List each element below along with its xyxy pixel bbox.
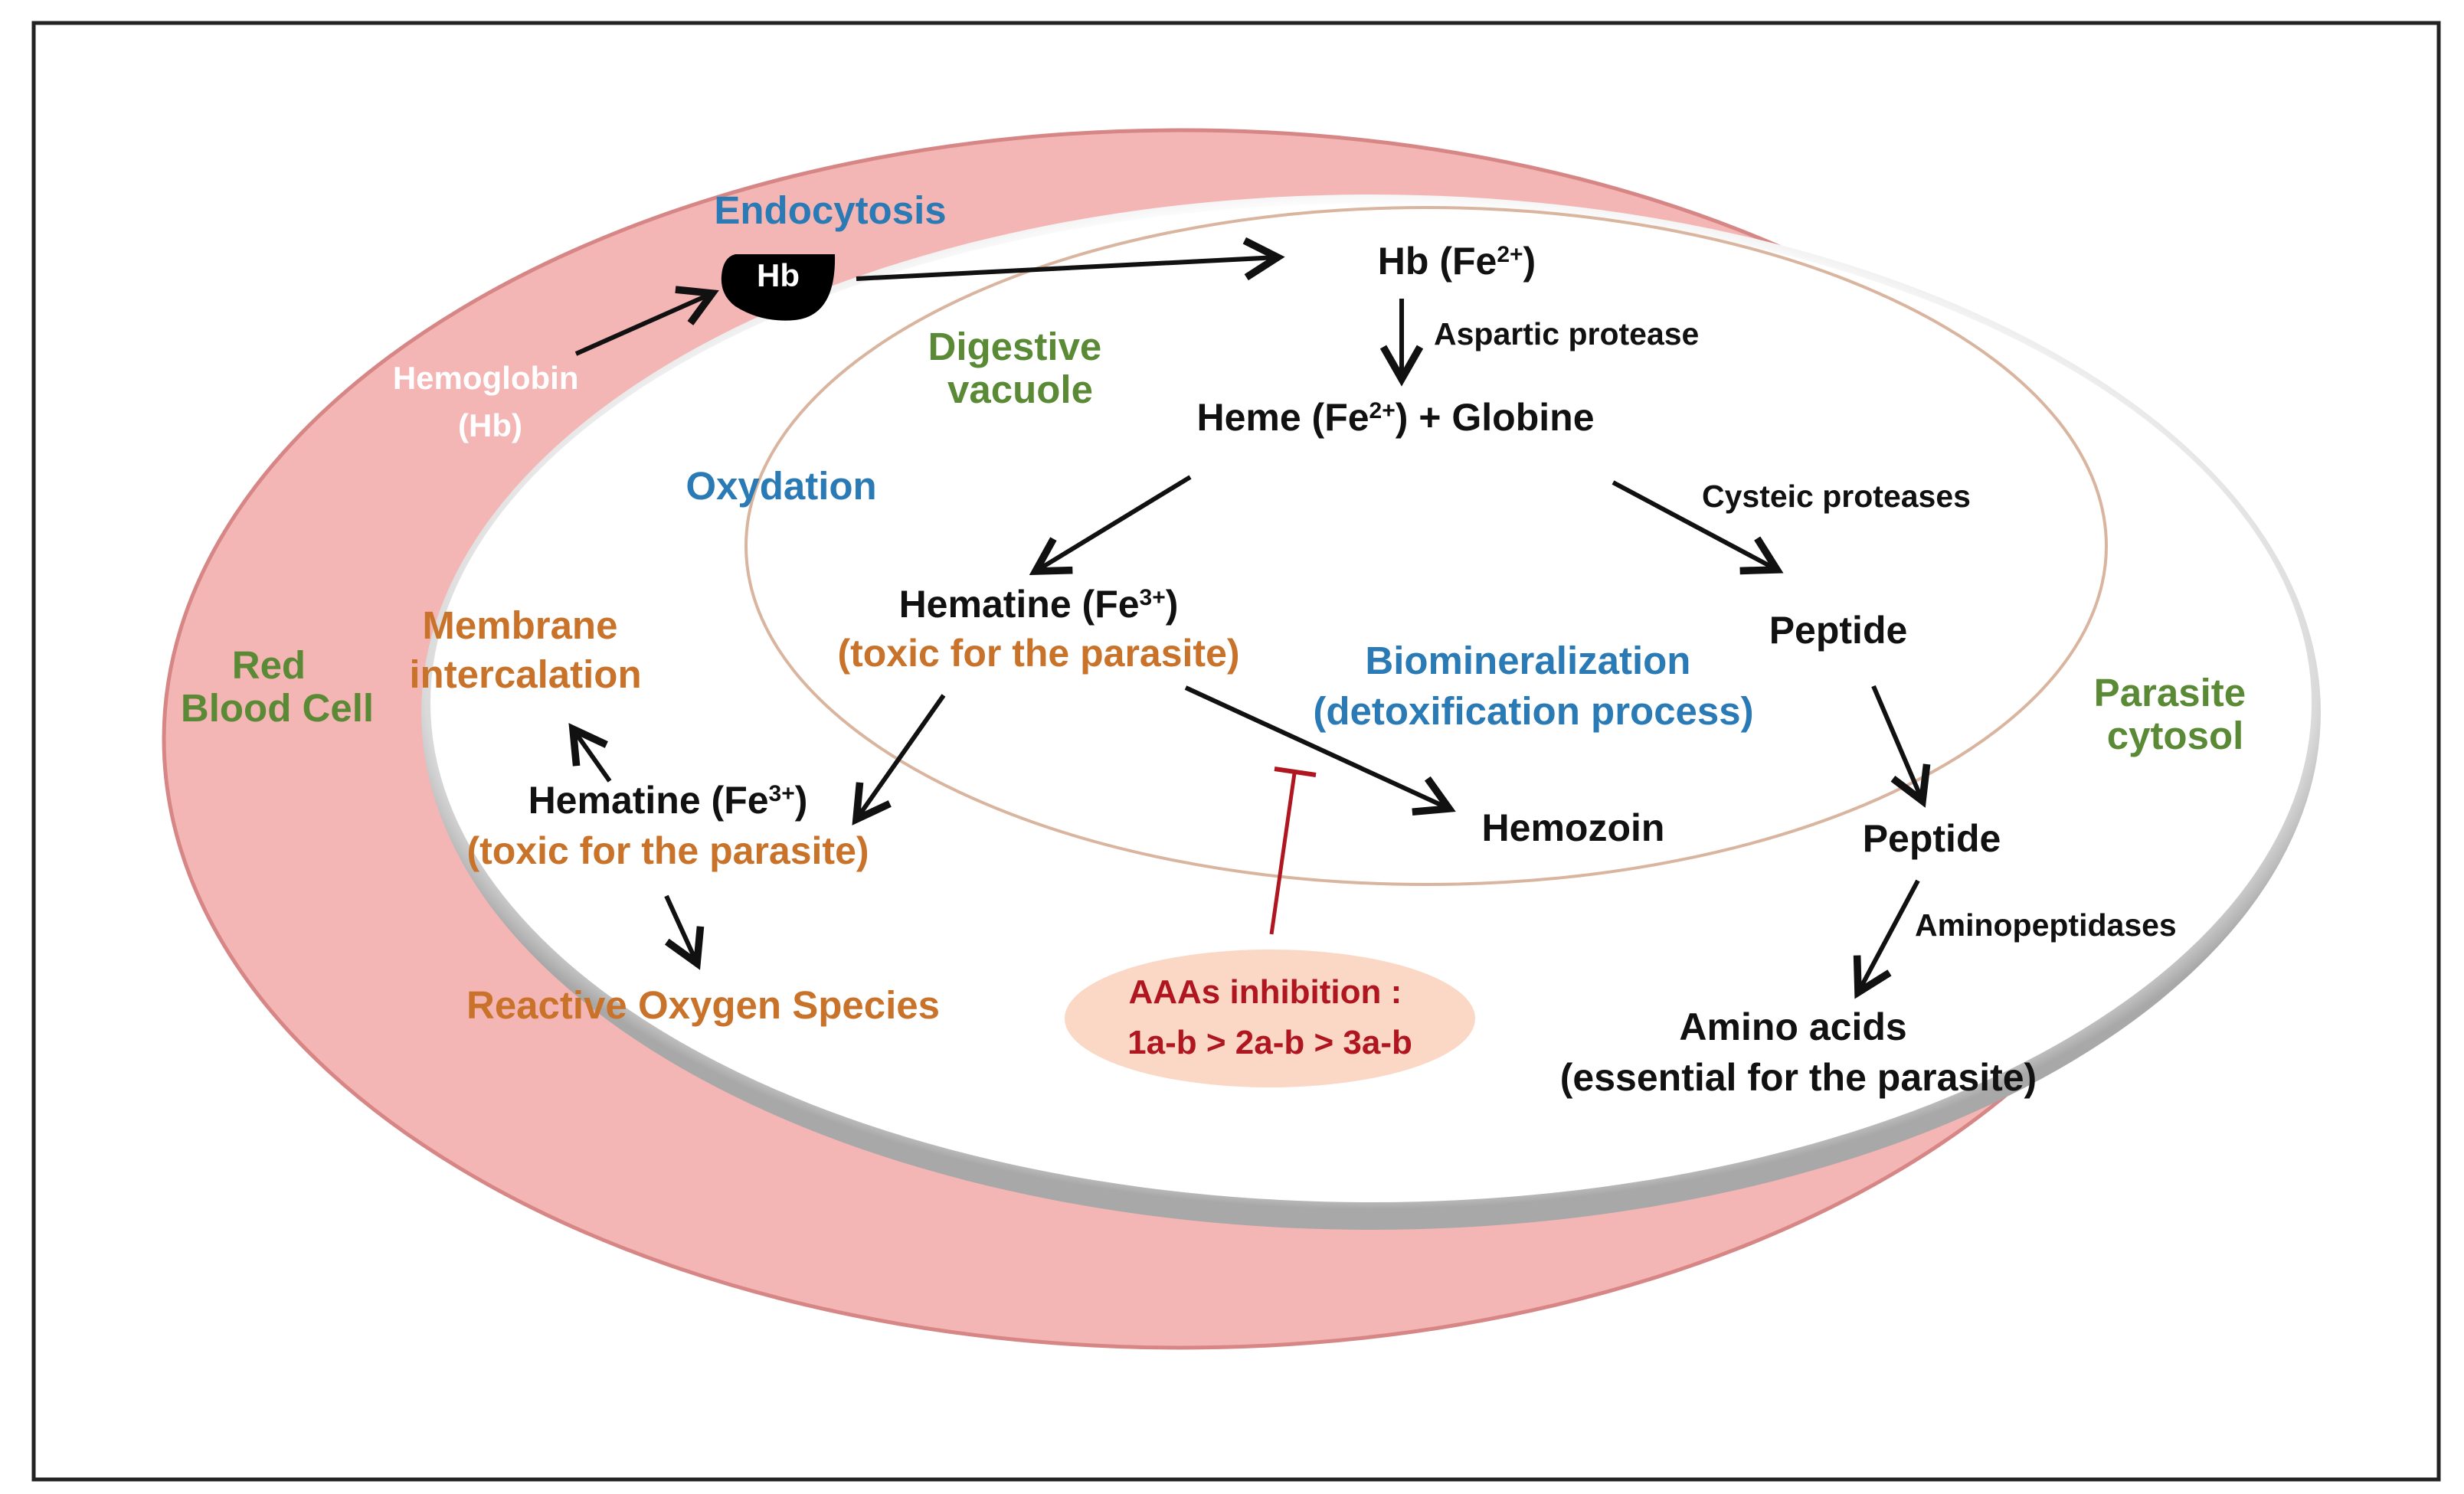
inhibition-bar [1274, 767, 1317, 777]
heme-globine-label: Heme (Fe2+) + Globine [1196, 396, 1594, 439]
arrow-hematine-to-ros [664, 894, 705, 970]
red-line2: Blood Cell [181, 686, 374, 730]
digestive-vacuole-label: Digestive vacuole [928, 325, 1113, 411]
amino-line2: (essential for the parasite) [1560, 1056, 2037, 1099]
hemozoin-label: Hemozoin [1482, 806, 1665, 849]
arrow-hematine-to-cytosol-hematine [852, 694, 946, 825]
biomin-line2: (detoxification process) [1313, 689, 1753, 733]
biomin-line1: Biomineralization [1365, 639, 1690, 682]
membrane-line1: Membrane [422, 603, 617, 647]
membrane-line2: intercalation [409, 652, 641, 696]
arrow-hematine-to-hemozoin [1184, 685, 1456, 816]
parasite-cytosol-label: Parasite cytosol [2094, 671, 2257, 757]
hemoglobin-label: Hemoglobin (Hb) [393, 360, 587, 443]
arrow-heme-to-peptide [1612, 480, 1784, 575]
inhibition-bubble [1065, 950, 1475, 1087]
hemoglobin-line1: Hemoglobin [393, 360, 579, 396]
aminopeptidases-label: Aminopeptidases [1915, 907, 2177, 943]
inhibition-label: AAAs inhibition : 1a-b > 2a-b > 3a-b [1127, 973, 1412, 1061]
inhibition-line [1269, 773, 1297, 935]
hematine-cytosol-label: Hematine (Fe3+) [528, 779, 808, 822]
oxydation-label: Oxydation [686, 464, 876, 508]
parasite-cytosol [430, 204, 2312, 1202]
ros-label: Reactive Oxygen Species [466, 983, 940, 1027]
hematine-cytosol-toxic-label: (toxic for the parasite) [466, 829, 869, 872]
arrow-vesicle-to-hb [856, 237, 1285, 281]
arrow-hemoglobin-to-vesicle [574, 286, 719, 356]
digestive-line1: Digestive [928, 325, 1102, 368]
arrow-peptide-to-amino-acids [1853, 879, 1920, 999]
aspartic-protease-label: Aspartic protease [1434, 316, 1699, 351]
hb-vesicle [721, 254, 836, 321]
peptide-1-label: Peptide [1769, 609, 1908, 652]
arrow-hematine-to-membrane [568, 723, 612, 783]
digestive-vacuole [744, 206, 2108, 886]
parasite-line2: cytosol [2107, 714, 2244, 757]
hb-fe2-label: Hb (Fe2+) [1378, 240, 1536, 283]
biomineralization-label: Biomineralization (detoxification proces… [1313, 639, 1753, 733]
cysteic-proteases-label: Cysteic proteases [1702, 479, 1971, 514]
peptide-2-label: Peptide [1863, 817, 2001, 860]
amino-line1: Amino acids [1679, 1005, 1906, 1048]
digestive-line2: vacuole [947, 368, 1093, 411]
red-line1: Red [232, 643, 306, 687]
red-blood-cell-label: Red Blood Cell [181, 643, 374, 730]
membrane-intercalation-label: Membrane intercalation [409, 603, 641, 696]
endocytosis-label: Endocytosis [714, 188, 946, 232]
parasite-line1: Parasite [2094, 671, 2246, 714]
hematine-vacuole-toxic-label: (toxic for the parasite) [837, 632, 1239, 675]
arrow-heme-to-hematine [1029, 475, 1192, 576]
arrow-peptide-to-peptide [1871, 685, 1931, 808]
inhibition-line1: AAAs inhibition : [1128, 973, 1402, 1011]
hematine-vacuole-label: Hematine (Fe3+) [899, 583, 1179, 626]
hb-vesicle-label: Hb [757, 257, 800, 293]
hemoglobin-line2: (Hb) [458, 407, 522, 443]
amino-acids-label: Amino acids (essential for the parasite) [1560, 1005, 2037, 1099]
inhibition-line2: 1a-b > 2a-b > 3a-b [1127, 1024, 1412, 1061]
